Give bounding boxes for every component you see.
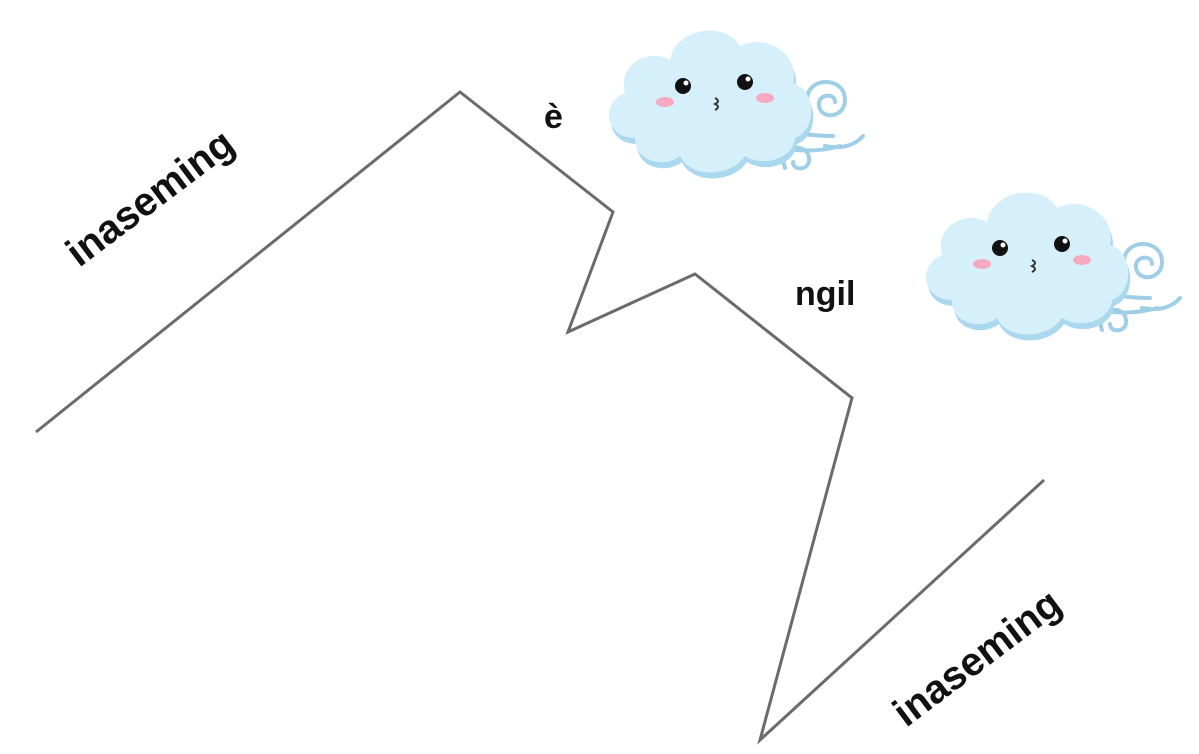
cloud-label-right: ngil <box>795 275 856 313</box>
blowing-cloud-icon <box>923 190 1182 343</box>
blowing-cloud-icon <box>606 28 865 181</box>
terrain-outline <box>35 90 1046 745</box>
cloud-label-top: è <box>544 98 563 136</box>
